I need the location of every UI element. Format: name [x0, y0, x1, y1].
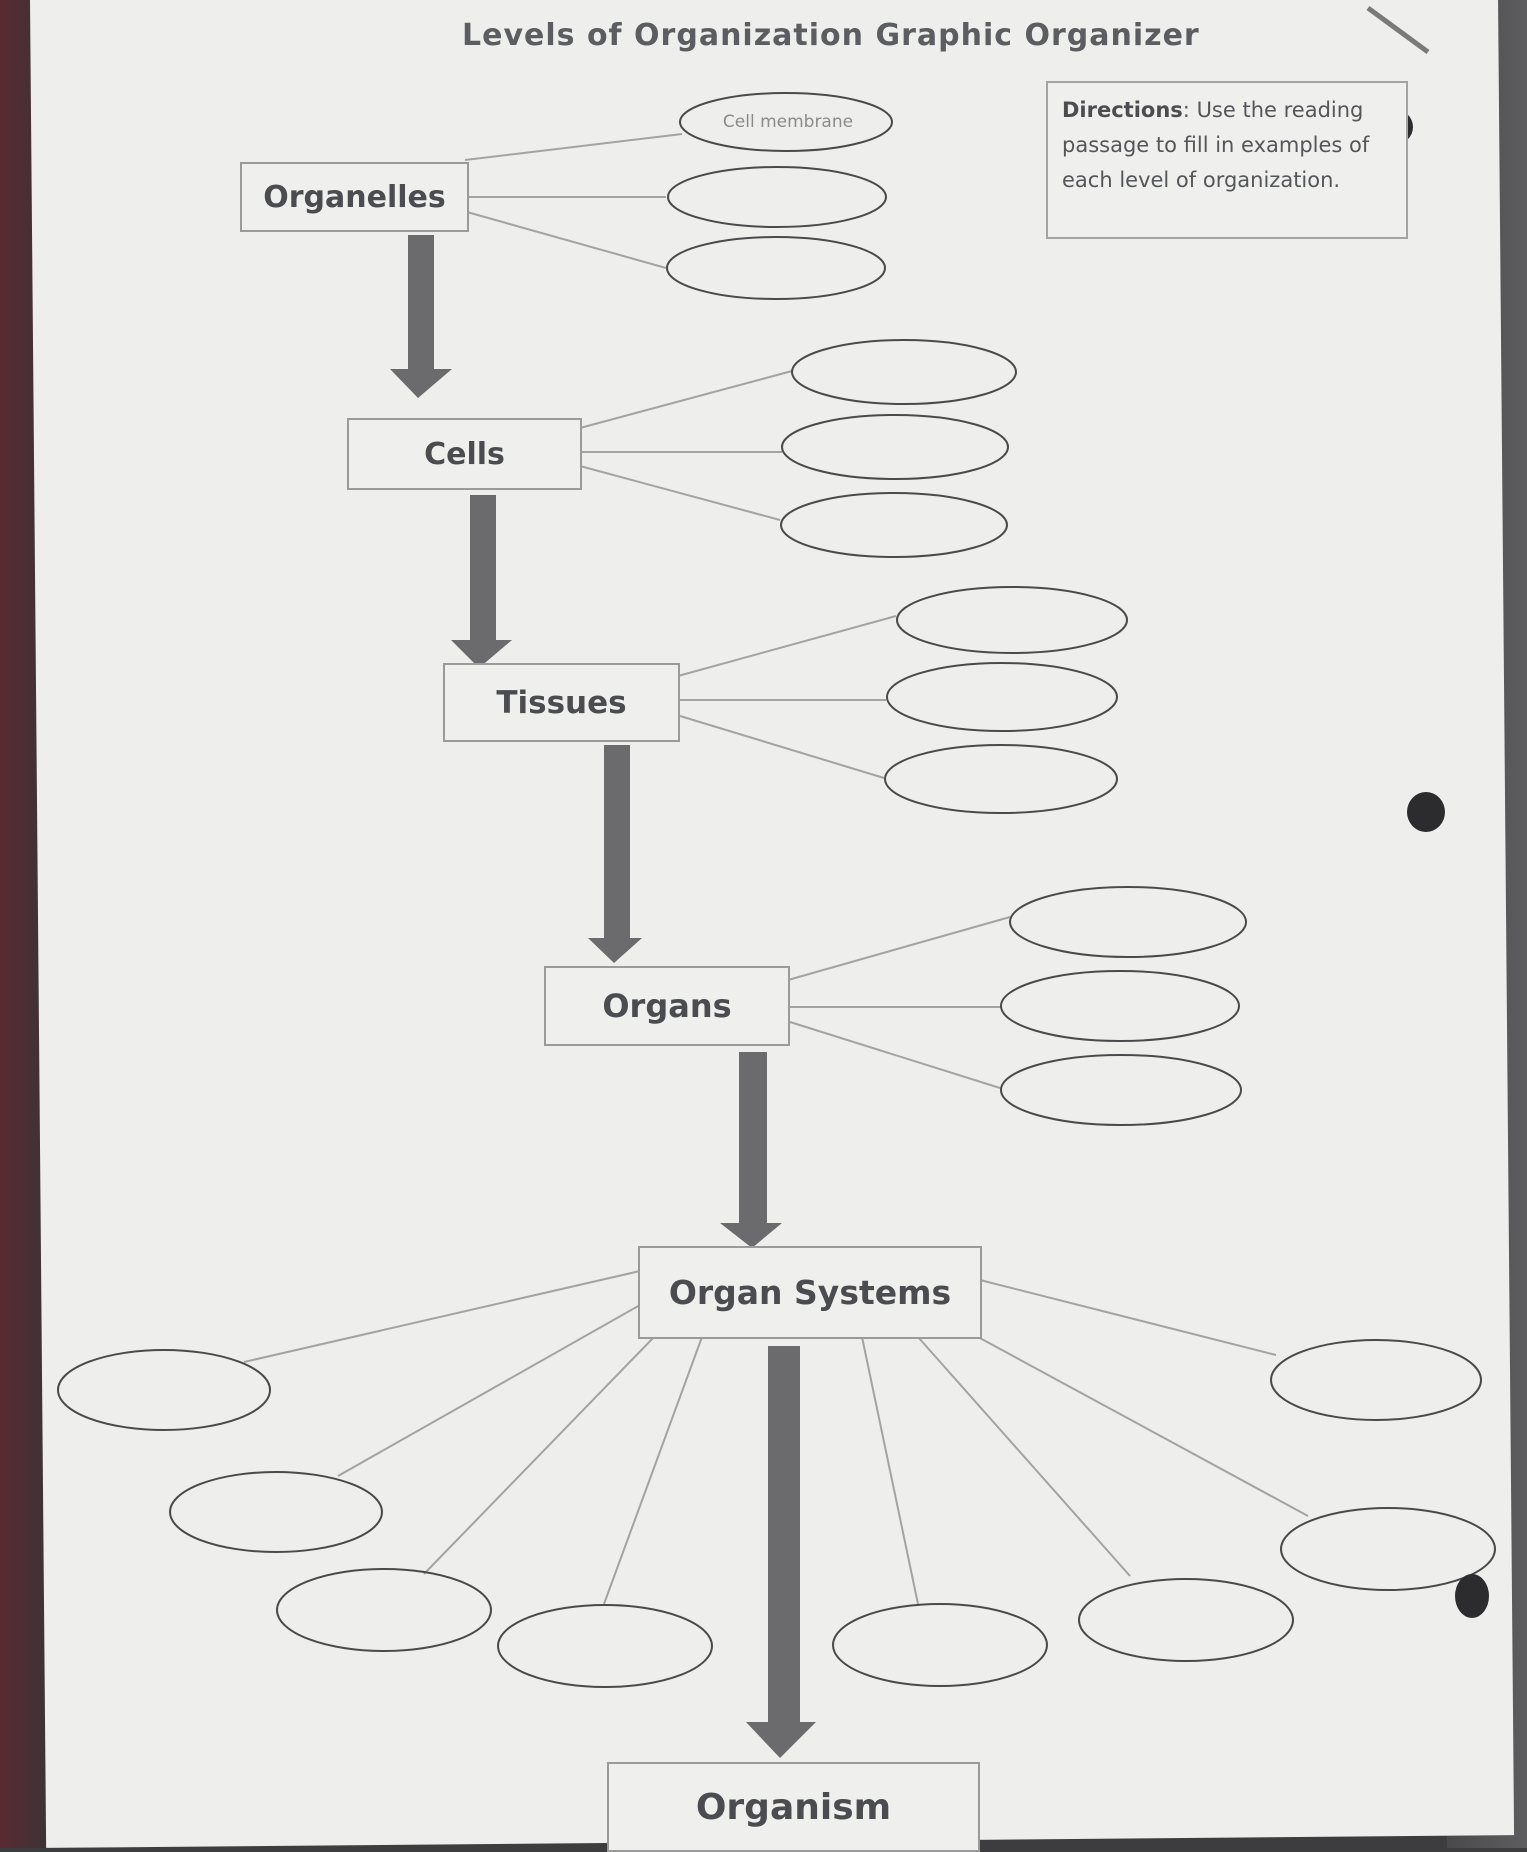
answer-oval	[832, 1603, 1048, 1687]
level-box-organism: Organism	[607, 1762, 980, 1852]
arrow-tissues-to-organs	[588, 745, 642, 963]
arrow-organ-systems-to-organism	[746, 1346, 816, 1758]
level-box-organelles: Organelles	[240, 162, 469, 232]
answer-oval	[497, 1604, 713, 1688]
answer-oval	[884, 744, 1118, 814]
directions-colon: :	[1182, 98, 1197, 122]
directions-text: Use the reading passage to fill in examp…	[1062, 98, 1370, 192]
pencil-icon	[1366, 5, 1430, 55]
level-box-organs: Organs	[544, 966, 790, 1046]
level-box-cells: Cells	[347, 418, 582, 490]
answer-oval	[679, 92, 893, 152]
answer-ovals	[57, 92, 1496, 1688]
directions-box: Directions: Use the reading passage to f…	[1046, 81, 1408, 239]
arrow-organs-to-organ-systems	[720, 1052, 782, 1248]
directions-label: Directions	[1062, 98, 1183, 122]
binder-holes	[1375, 109, 1489, 1618]
answer-oval	[276, 1568, 492, 1652]
answer-oval	[666, 236, 886, 300]
answer-oval	[57, 1349, 271, 1431]
answer-oval	[1270, 1339, 1482, 1421]
answer-oval	[1009, 886, 1247, 958]
level-box-organ-systems: Organ Systems	[638, 1246, 982, 1339]
example-oval-text: Cell membrane	[722, 112, 854, 132]
arrow-organelles-to-cells	[390, 235, 452, 398]
answer-oval	[1280, 1507, 1496, 1591]
answer-oval	[1078, 1578, 1294, 1662]
answer-oval	[1000, 1054, 1242, 1126]
arrow-cells-to-tissues	[451, 495, 512, 668]
answer-oval	[667, 166, 887, 228]
answer-oval	[781, 414, 1009, 480]
answer-oval	[1000, 970, 1240, 1042]
answer-oval	[169, 1471, 383, 1553]
level-box-tissues: Tissues	[443, 663, 680, 742]
answer-oval	[886, 662, 1118, 732]
connector-lines	[243, 133, 1309, 1605]
answer-oval	[780, 492, 1008, 558]
answer-oval	[896, 586, 1128, 654]
flow-arrows	[390, 235, 816, 1758]
answer-oval	[791, 339, 1017, 405]
page-title: Levels of Organization Graphic Organizer	[462, 18, 1200, 53]
